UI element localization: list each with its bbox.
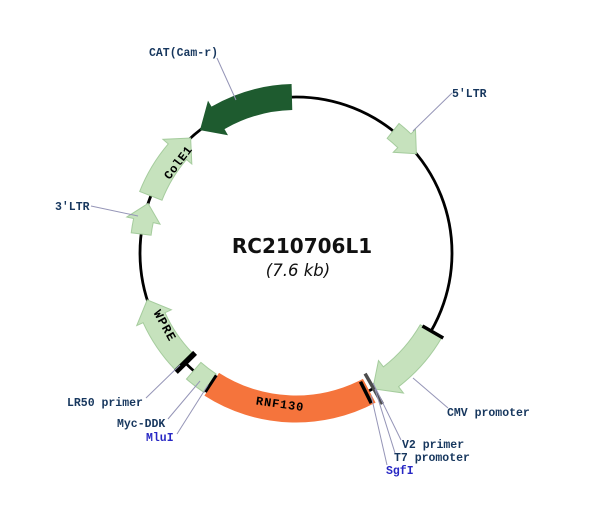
pointer-line-cmv	[412, 377, 449, 409]
tick-cmv-start	[421, 324, 445, 340]
plasmid-size: (7.6 kb)	[266, 261, 330, 280]
feature-cole1	[139, 137, 193, 201]
label-mlui: MluI	[146, 432, 174, 445]
feature-cat	[199, 84, 293, 136]
pointer-line-v2	[372, 382, 402, 441]
label-v2: V2 primer	[402, 439, 464, 452]
plasmid-name: RC210706L1	[232, 234, 372, 258]
tick-lr50-site	[173, 350, 198, 374]
label-sgfi: SgfI	[386, 465, 414, 478]
pointer-line-lr50	[145, 364, 181, 399]
pointer-line-ltr5	[412, 92, 453, 132]
label-lr50: LR50 primer	[67, 397, 143, 410]
pointer-line-mlui	[176, 384, 209, 435]
feature-label-rnf130: RNF130	[255, 395, 305, 416]
label-cat: CAT(Cam-r)	[149, 47, 218, 60]
label-ltr5: 5'LTR	[452, 88, 487, 101]
pointer-line-myc	[167, 380, 201, 420]
tick-mlui-site	[204, 374, 218, 393]
label-cmv: CMV promoter	[447, 407, 530, 420]
feature-ltr5	[386, 122, 417, 155]
label-myc: Myc-DDK	[117, 418, 165, 431]
feature-cmv	[372, 324, 443, 394]
tick-t7-site	[358, 380, 373, 405]
pointer-line-t7	[374, 388, 396, 454]
label-ltr3: 3'LTR	[55, 201, 90, 214]
pointer-line-cat	[216, 57, 237, 101]
tick-sgfi-site	[363, 372, 384, 405]
pointer-line-sgfi	[370, 394, 388, 466]
pointer-line-ltr3	[90, 205, 139, 217]
feature-ltr3	[125, 202, 162, 236]
feature-rnf130	[204, 372, 376, 423]
feature-wpre	[135, 299, 193, 370]
label-t7: T7 promoter	[394, 452, 470, 465]
